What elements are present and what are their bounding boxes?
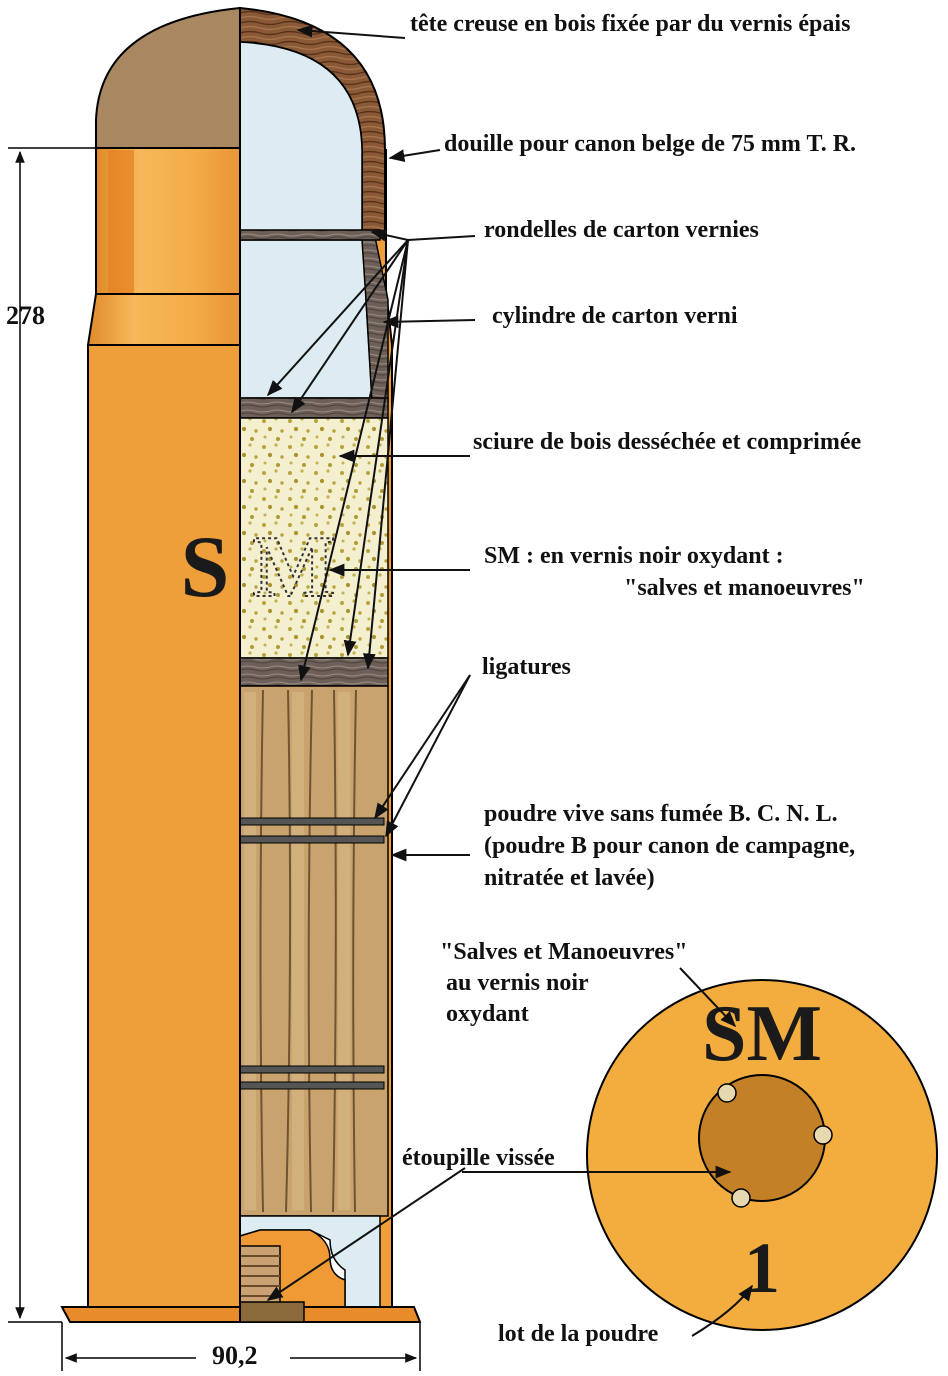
dimension-length-value: 278: [6, 301, 45, 330]
label-base-line2: au vernis noir: [446, 970, 589, 996]
label-primer: étoupille vissée: [402, 1145, 555, 1171]
label-sm-line2: "salves et manoeuvres": [624, 575, 865, 601]
marking-m-dashed: M: [252, 519, 335, 616]
label-casing: douille pour canon belge de 75 mm T. R.: [444, 131, 857, 157]
label-powder-line2: (poudre B pour canon de campagne,: [484, 833, 856, 859]
casing-shoulder: [86, 293, 241, 346]
washer-top: [239, 229, 381, 241]
upper-cavity: [239, 41, 363, 233]
casing-rim: [60, 1306, 241, 1323]
label-ligatures: ligatures: [482, 654, 571, 680]
dimension-diameter-value: 90,2: [212, 1341, 258, 1370]
label-base-line1: "Salves et Manoeuvres": [440, 939, 688, 965]
label-cylinder: cylindre de carton verni: [492, 303, 738, 329]
label-powder-line1: poudre vive sans fumée B. C. N. L.: [484, 801, 838, 827]
lot-number: 1: [744, 1228, 780, 1308]
marking-s: S: [181, 519, 230, 616]
powder-sticks: [239, 685, 389, 1217]
washer-bottom: [239, 657, 389, 687]
casing-body: [87, 344, 241, 1308]
primer-head: [239, 1301, 305, 1323]
label-washers: rondelles de carton vernies: [484, 217, 759, 243]
leader-arrows: [266, 24, 753, 1337]
cartridge-section: [239, 6, 422, 1323]
dimension-length: [8, 147, 96, 1323]
base-marking-sm: SM: [702, 990, 822, 1078]
wooden-head-exterior: [95, 6, 241, 149]
label-powder-line3: nitratée et lavée): [484, 865, 655, 891]
cartridge-exterior: [60, 6, 241, 1323]
label-sm-line1: SM : en vernis noir oxydant :: [484, 543, 784, 569]
label-powder-lot: lot de la poudre: [498, 1321, 659, 1347]
middle-cavity: [239, 239, 373, 399]
label-sawdust: sciure de bois desséchée et comprimée: [473, 429, 862, 455]
label-wood-head: tête creuse en bois fixée par du vernis …: [410, 11, 851, 37]
label-base-line3: oxydant: [446, 1001, 529, 1027]
base-view: SM 1: [586, 979, 938, 1331]
dimension-diameter: [61, 1322, 421, 1371]
